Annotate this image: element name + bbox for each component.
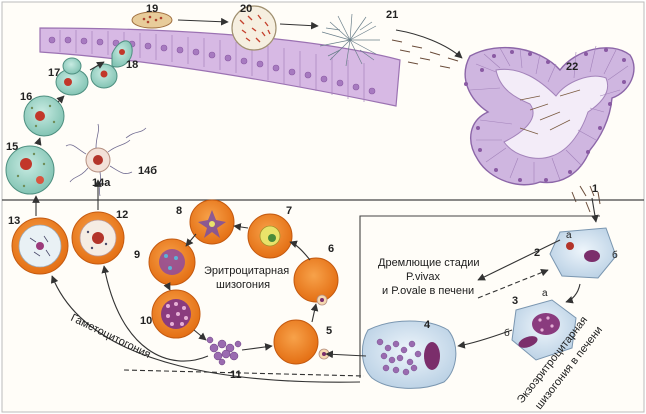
label-8: 8 xyxy=(176,205,182,217)
letter-a-top: а xyxy=(566,230,572,241)
label-22: 22 xyxy=(566,61,578,73)
cell-part-letters: а б а б xyxy=(504,230,618,339)
label-13: 13 xyxy=(8,215,20,227)
dormant-line-1: Дремлющие стадии xyxy=(378,257,480,269)
label-14a: 14а xyxy=(92,177,111,189)
stage-22-salivary-gland xyxy=(464,45,635,186)
dormant-line-2: P.vivax xyxy=(406,271,441,283)
label-21: 21 xyxy=(386,9,398,21)
label-20: 20 xyxy=(240,3,252,15)
label-5: 5 xyxy=(326,325,332,337)
stage-15-macrogamete xyxy=(5,145,55,195)
stage-18-ookinete xyxy=(111,40,133,68)
stage-12-gametocyte xyxy=(71,211,125,265)
stage-9-schizont xyxy=(148,238,196,286)
label-1: 1 xyxy=(592,183,598,195)
dormant-reactivation-arrow xyxy=(477,268,549,299)
label-10: 10 xyxy=(140,315,152,327)
stage-20-mature-oocyst xyxy=(231,5,277,51)
stage-3-liver-schizont xyxy=(511,299,577,361)
stage-6-erythrocyte-invasion xyxy=(293,257,339,306)
stage-11-merozoites xyxy=(206,336,242,366)
stage-14-microgametes xyxy=(65,123,147,197)
label-9: 9 xyxy=(134,249,140,261)
label-19: 19 xyxy=(146,3,158,15)
stage-16-fertilization xyxy=(23,95,65,137)
letter-b-mid: б xyxy=(504,327,510,339)
letter-a-mid: а xyxy=(542,288,548,299)
label-16: 16 xyxy=(20,91,32,103)
erythro-line-1: Эритроцитарная xyxy=(204,265,289,277)
stage-2-liver-cell xyxy=(549,227,617,279)
label-15: 15 xyxy=(6,141,18,153)
dormant-stages-label: Дремлющие стадии P.vivax и P.ovale в печ… xyxy=(378,257,480,297)
label-12: 12 xyxy=(116,209,128,221)
letter-b-top: б xyxy=(612,249,618,261)
stage-21-sporozoite-release xyxy=(319,13,380,67)
label-6: 6 xyxy=(328,243,334,255)
label-18: 18 xyxy=(126,59,138,71)
label-2: 2 xyxy=(534,247,540,259)
stage-10-mature-schizont xyxy=(151,289,201,339)
sporozoite-stream xyxy=(391,39,459,69)
stage-19-oocyst xyxy=(131,11,173,29)
label-17: 17 xyxy=(48,67,60,79)
erythrocytic-schizogony-label: Эритроцитарная шизогония xyxy=(204,265,289,291)
cycle-arrows xyxy=(32,17,599,383)
stage-numbers: 1 2 3 4 5 6 7 8 9 10 11 12 13 14а 14б 15… xyxy=(6,3,598,381)
label-4: 4 xyxy=(424,319,431,331)
stage-4-liver-merozoites xyxy=(362,320,457,389)
erythro-line-2: шизогония xyxy=(216,279,270,291)
label-11: 11 xyxy=(230,369,242,381)
liver-box-frame xyxy=(359,215,600,378)
stage-13-gametocyte xyxy=(11,217,69,275)
label-14b: 14б xyxy=(138,165,157,177)
label-3: 3 xyxy=(512,295,518,307)
stage-7-trophozoite xyxy=(247,213,293,259)
dormant-line-3: и P.ovale в печени xyxy=(382,285,474,297)
label-7: 7 xyxy=(286,205,292,217)
gametocytogony-dashed-line xyxy=(123,369,365,377)
stage-8-schizont-early xyxy=(189,199,235,245)
